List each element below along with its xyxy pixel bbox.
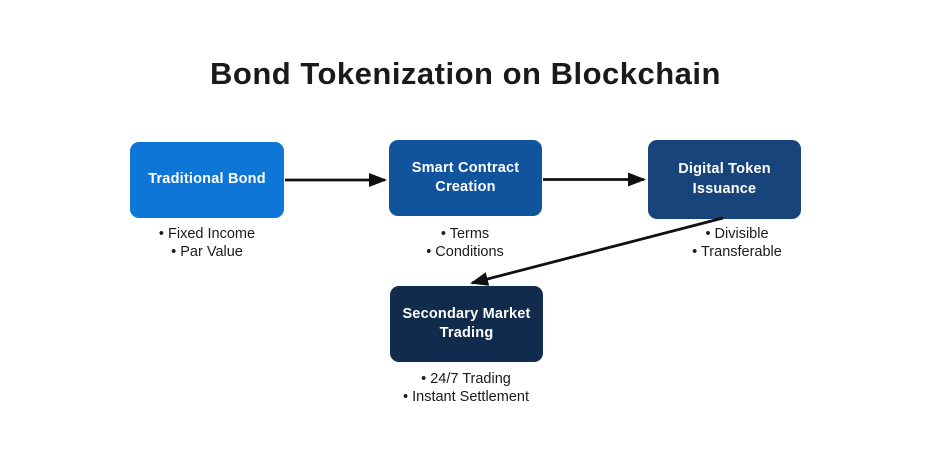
bullet-text: Terms <box>449 226 490 242</box>
bullet-text: Par Value <box>180 243 243 260</box>
bullet-item: • Terms <box>335 226 595 244</box>
bullet-item: • Divisible <box>607 226 867 244</box>
bullet-dot: • <box>158 226 164 242</box>
bullet-item: • Fixed Income <box>77 226 337 244</box>
bullet-item: • 24/7 Trading <box>336 371 596 389</box>
bullet-list-traditional-bond: • Fixed Income • Par Value <box>77 226 337 261</box>
node-label-smart-contract-creation: Smart Contract Creation <box>411 159 520 195</box>
bullet-text: Instant Settlement <box>412 388 529 405</box>
bullet-text: 24/7 Trading <box>430 371 511 387</box>
bullet-dot: • <box>705 226 711 242</box>
node-label-secondary-market-trading: Secondary Market Trading <box>402 305 531 341</box>
bullet-item: • Par Value <box>77 244 337 262</box>
bullet-dot: • <box>403 388 409 405</box>
node-label-traditional-bond: Traditional Bond <box>148 171 266 188</box>
node-digital-token-issuance: Digital Token Issuance <box>648 140 801 219</box>
node-secondary-market-trading: Secondary Market Trading <box>390 286 543 362</box>
bullet-text: Transferable <box>700 243 782 260</box>
bullet-list-smart-contract-creation: • Terms • Conditions <box>335 226 595 261</box>
bullet-dot: • <box>421 371 427 387</box>
bullet-item: • Instant Settlement <box>336 389 596 407</box>
bullet-list-secondary-market-trading: • 24/7 Trading • Instant Settlement <box>336 371 596 406</box>
bullet-dot: • <box>171 243 177 260</box>
bullet-dot: • <box>692 243 698 260</box>
bullet-text: Fixed Income <box>168 226 256 242</box>
bullet-item: • Transferable <box>607 244 867 262</box>
node-traditional-bond: Traditional Bond <box>130 142 284 218</box>
node-label-digital-token-issuance: Digital Token Issuance <box>678 161 771 197</box>
diagram-title: Bond Tokenization on Blockchain <box>210 56 721 91</box>
bullet-dot: • <box>440 226 446 242</box>
bullet-dot: • <box>426 243 432 260</box>
bullet-item: • Conditions <box>335 244 595 262</box>
bullet-text: Divisible <box>714 226 769 242</box>
node-smart-contract-creation: Smart Contract Creation <box>389 140 542 216</box>
bullet-list-digital-token-issuance: • Divisible • Transferable <box>607 226 867 261</box>
bullet-text: Conditions <box>435 243 504 260</box>
